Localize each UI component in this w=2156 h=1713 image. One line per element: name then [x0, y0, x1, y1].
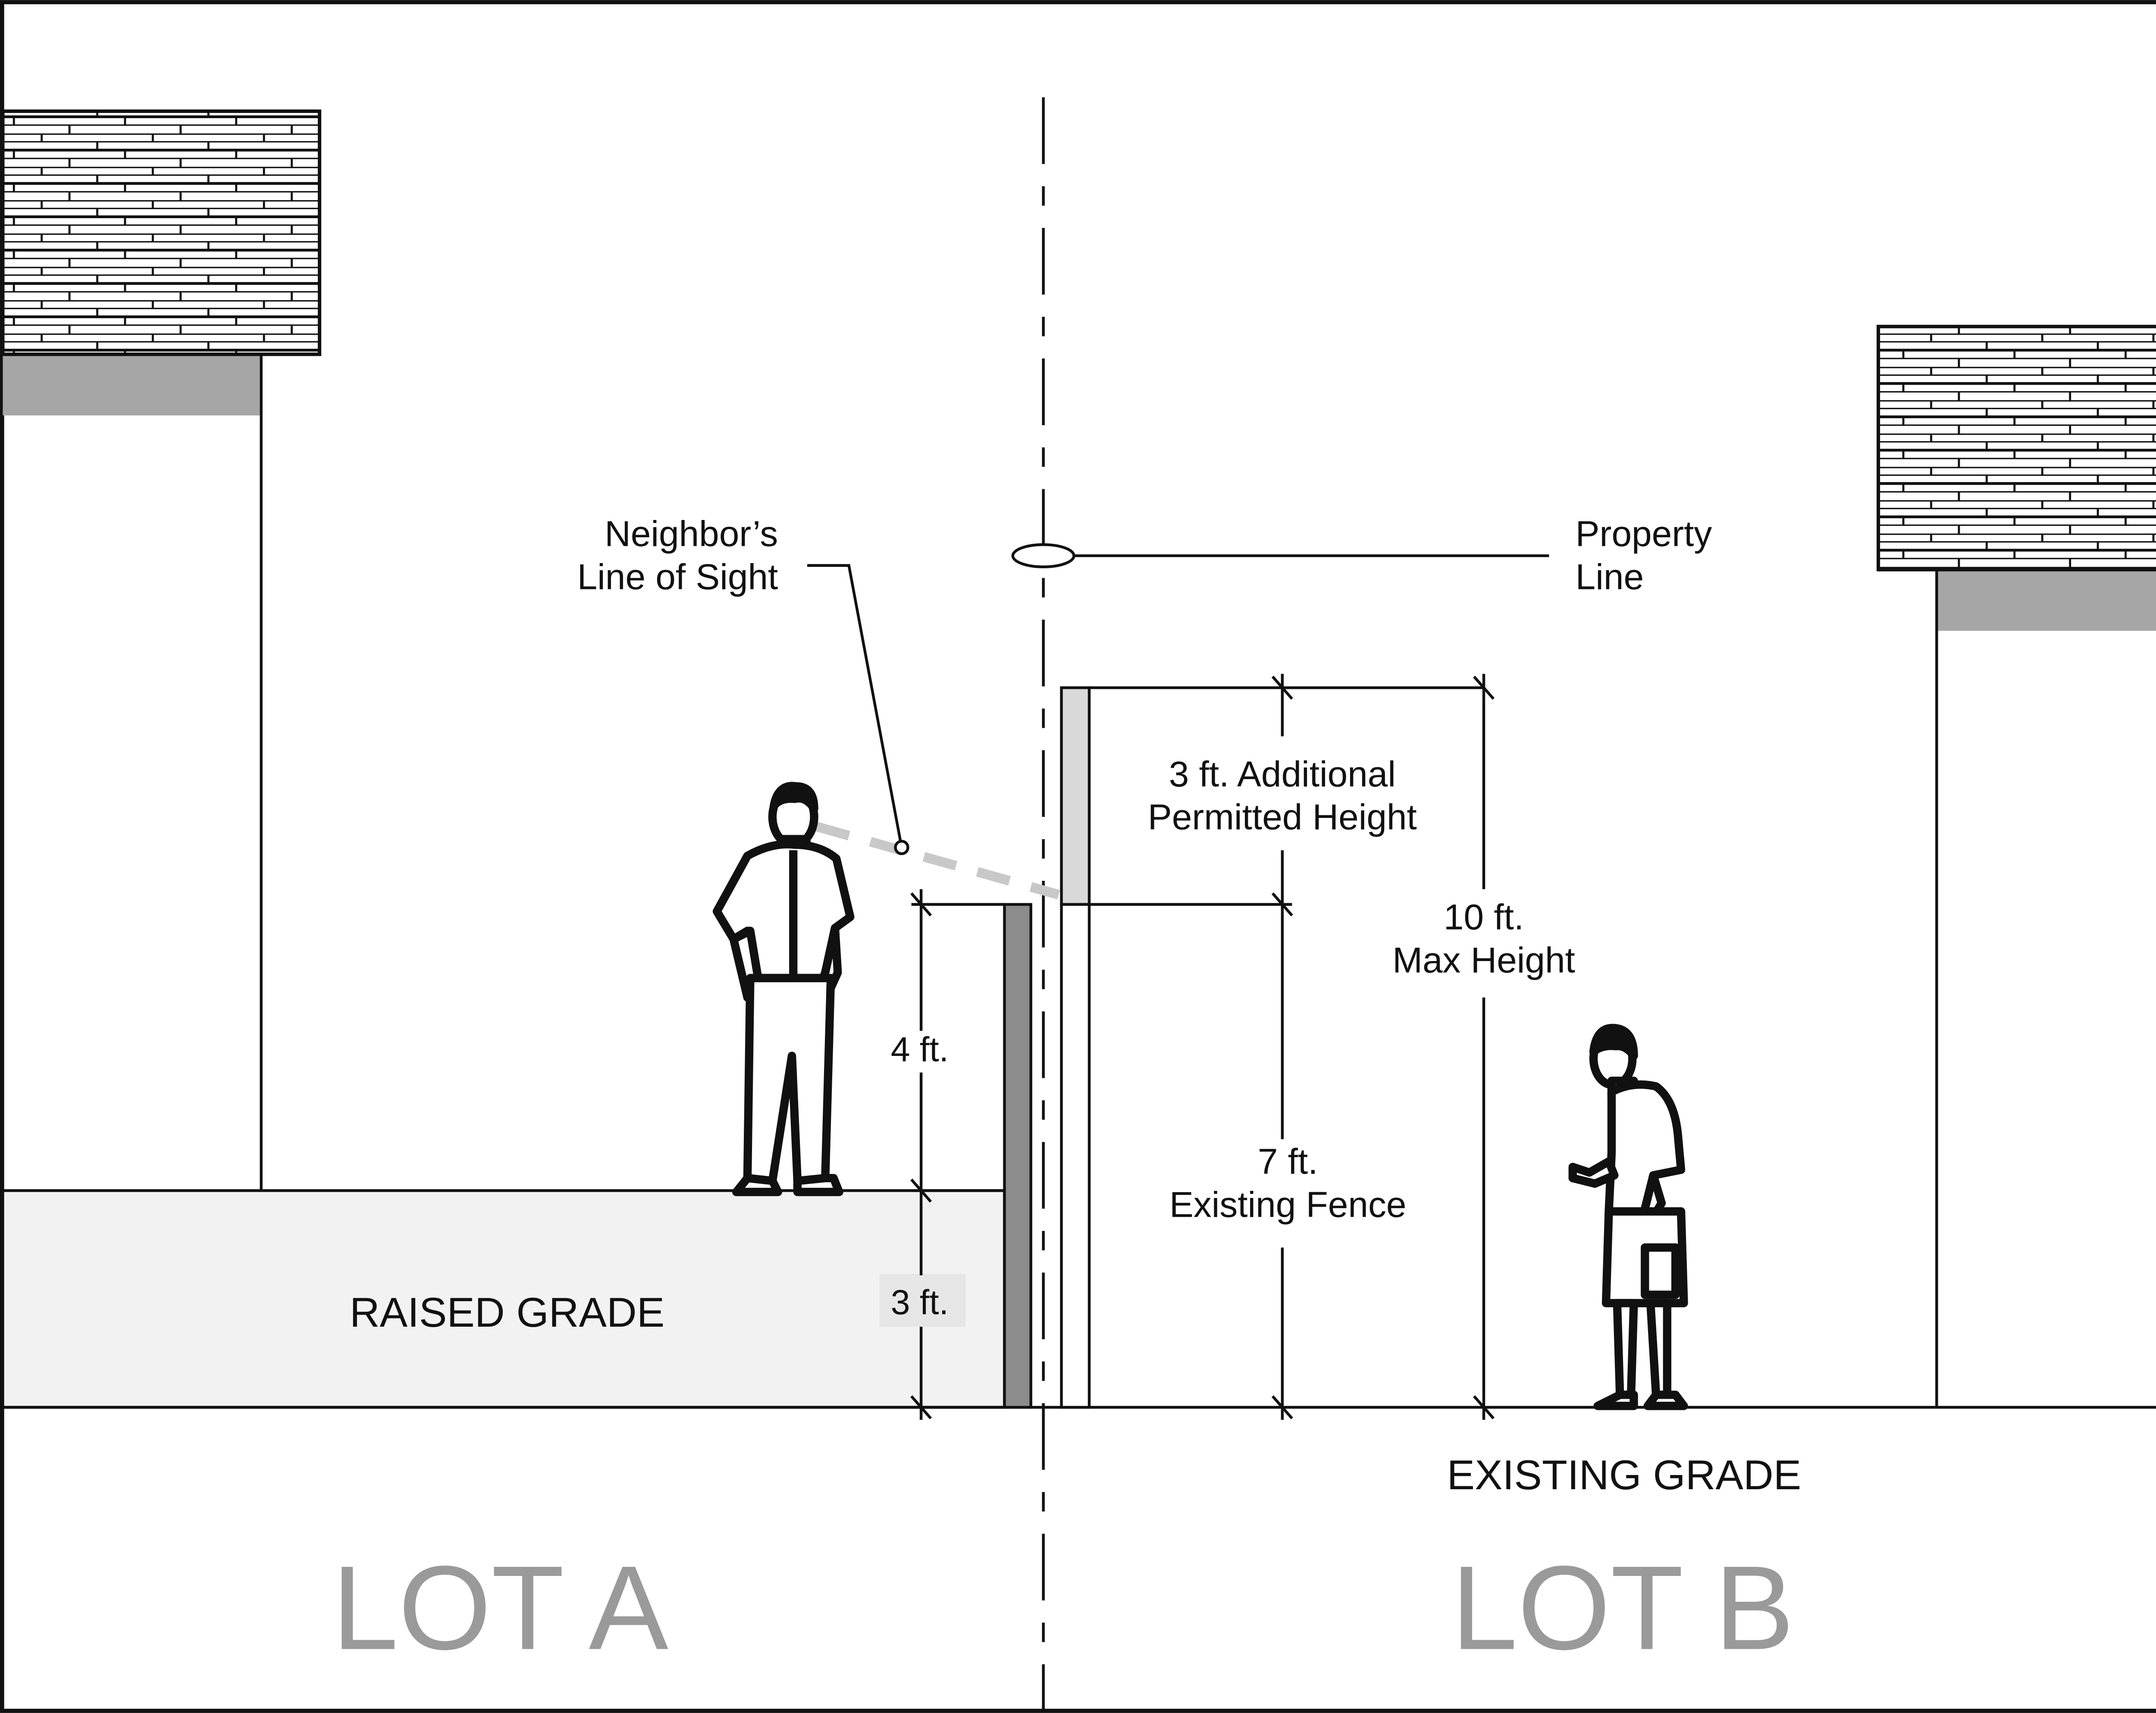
lot-a-fence — [1003, 903, 1032, 1409]
four-ft-label: 4 ft. — [891, 1030, 949, 1069]
max-height-label: Max Height — [1392, 940, 1575, 980]
property-line-label: Line — [1576, 556, 1644, 597]
brick-roof-icon — [1, 109, 322, 356]
existing-fence-label: 7 ft. — [1258, 1141, 1318, 1182]
left-house — [1, 109, 322, 1191]
dimension-4ft-3ft — [910, 889, 1005, 1420]
brick-roof-icon — [1877, 325, 2156, 572]
sight-leader-line — [807, 564, 903, 848]
sight-leader-dot — [894, 839, 909, 855]
neighbor-line-of-sight-label: Neighbor’s — [605, 513, 778, 554]
dimension-3ft-7ft — [1089, 673, 1484, 1420]
lot-b-existing-fence — [1060, 903, 1091, 1409]
three-ft-label-bg — [879, 1274, 966, 1327]
additional-height-label: 3 ft. Additional — [1169, 754, 1396, 794]
property-line-symbol-icon — [1011, 543, 1075, 568]
existing-fence-label: Existing Fence — [1169, 1184, 1406, 1225]
person-icon — [1568, 1024, 1688, 1410]
raised-grade-label: RAISED GRADE — [350, 1290, 664, 1336]
max-height-label: 10 ft. — [1444, 897, 1524, 937]
neighbor-sight-line — [815, 822, 1060, 899]
right-house — [1877, 325, 2156, 1407]
existing-grade-label: EXISTING GRADE — [1447, 1452, 1802, 1498]
three-ft-label: 3 ft. — [891, 1283, 949, 1322]
additional-height-label: Permitted Height — [1148, 797, 1417, 837]
lot-b-label: LOT B — [1451, 1541, 1794, 1675]
person-icon — [712, 782, 855, 1196]
right-house-fascia — [1937, 570, 2156, 631]
neighbor-line-of-sight-label: Line of Sight — [577, 556, 778, 597]
property-line-label: Property — [1576, 513, 1712, 554]
dimension-10ft — [1473, 673, 1495, 1420]
lot-b-additional-height — [1060, 686, 1091, 906]
lot-a-label: LOT A — [332, 1541, 669, 1675]
left-house-fascia — [3, 354, 261, 416]
